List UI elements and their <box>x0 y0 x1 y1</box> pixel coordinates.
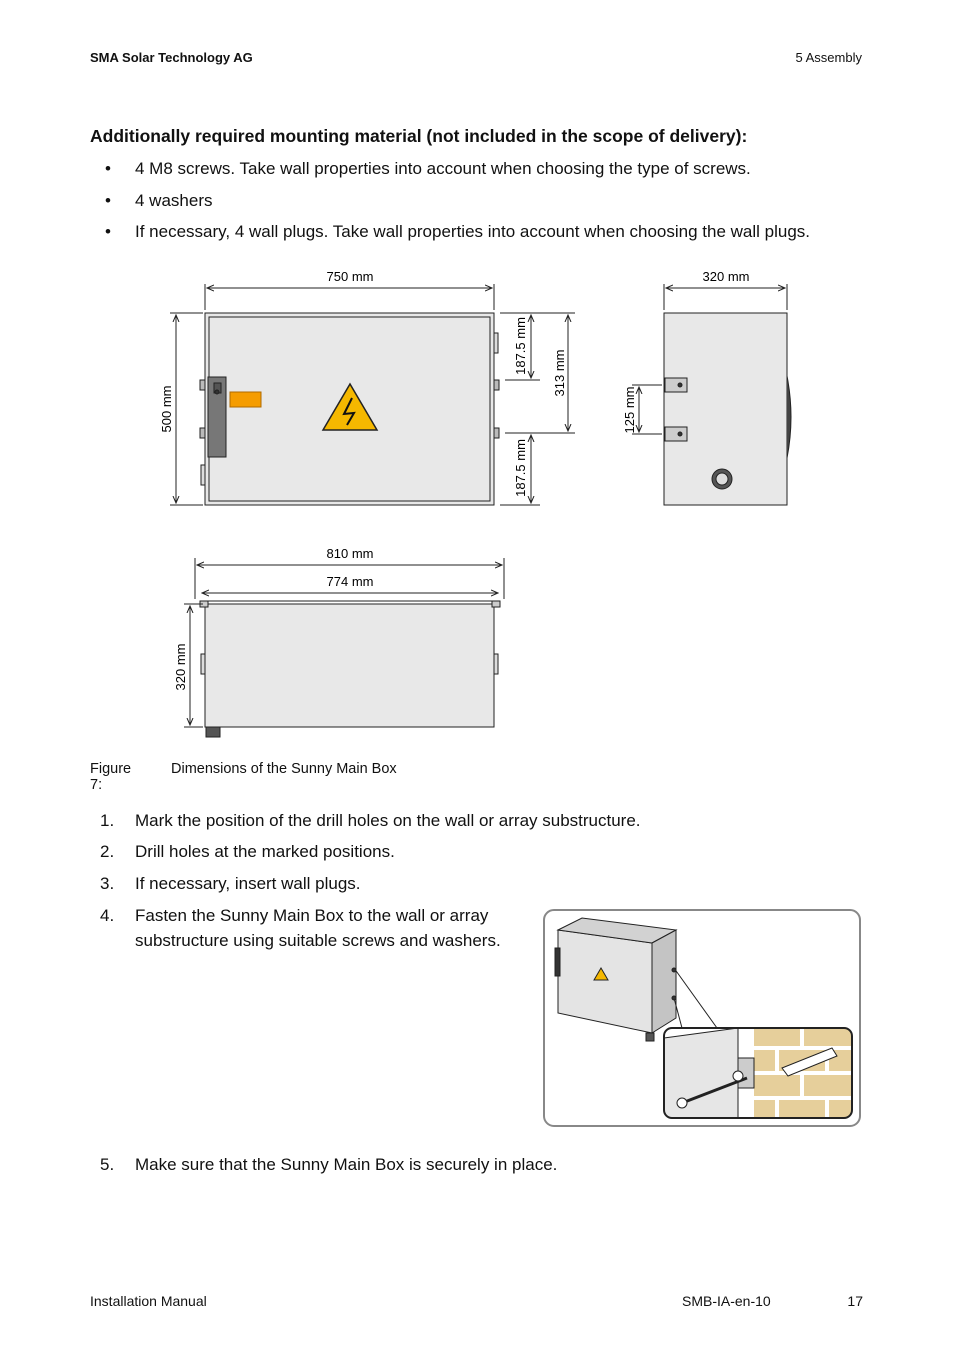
step-text: Drill holes at the marked positions. <box>135 842 395 861</box>
detail-inset <box>663 1027 853 1119</box>
footer-manual: Installation Manual <box>90 1293 207 1309</box>
dimension-drawing: 750 mm 500 mm 187.5 mm 313 mm 187.5 mm 3… <box>159 269 792 738</box>
figure-caption-text: Dimensions of the Sunny Main Box <box>171 761 397 777</box>
step-number: 2. <box>100 842 115 861</box>
figure-number: Figure 7: <box>90 761 132 793</box>
bullet-text: 4 washers <box>135 191 213 210</box>
bottom-outer-width-label: 810 mm <box>327 546 374 561</box>
step-number: 4. <box>100 906 115 925</box>
step-text: Fasten the Sunny Main Box to the wall or… <box>135 906 501 950</box>
header-company: SMA Solar Technology AG <box>90 50 253 65</box>
front-view <box>170 284 575 506</box>
bullet-symbol: • <box>105 159 111 178</box>
side-hole-spacing-label: 125 mm <box>622 387 637 434</box>
bullet-symbol: • <box>105 191 111 210</box>
mounting-illustration <box>543 909 861 1127</box>
top-spacing-label: 187.5 mm <box>513 317 528 375</box>
step-text: Mark the position of the drill holes on … <box>135 811 641 830</box>
footer-page-number: 17 <box>847 1293 863 1309</box>
hole-spacing-label: 313 mm <box>552 350 567 397</box>
bottom-view <box>184 558 505 738</box>
bottom-inner-width-label: 774 mm <box>327 574 374 589</box>
header-section: 5 Assembly <box>795 50 862 65</box>
front-width-label: 750 mm <box>327 269 374 284</box>
side-view <box>632 284 792 506</box>
step-text: Make sure that the Sunny Main Box is sec… <box>135 1155 558 1174</box>
bullet-text: If necessary, 4 wall plugs. Take wall pr… <box>135 222 811 241</box>
bottom-depth-label: 320 mm <box>173 644 188 691</box>
step-number: 5. <box>100 1155 115 1174</box>
step-number: 1. <box>100 811 115 830</box>
front-height-label: 500 mm <box>159 386 174 433</box>
step-number: 3. <box>100 874 115 893</box>
bottom-spacing-label: 187.5 mm <box>513 439 528 497</box>
step-text: If necessary, insert wall plugs. <box>135 874 361 893</box>
bullet-text: 4 M8 screws. Take wall properties into a… <box>135 159 751 178</box>
section-heading: Additionally required mounting material … <box>90 126 748 146</box>
side-depth-label: 320 mm <box>703 269 750 284</box>
footer-doc-code: SMB-IA-en-10 <box>682 1293 771 1309</box>
bullet-symbol: • <box>105 222 111 241</box>
